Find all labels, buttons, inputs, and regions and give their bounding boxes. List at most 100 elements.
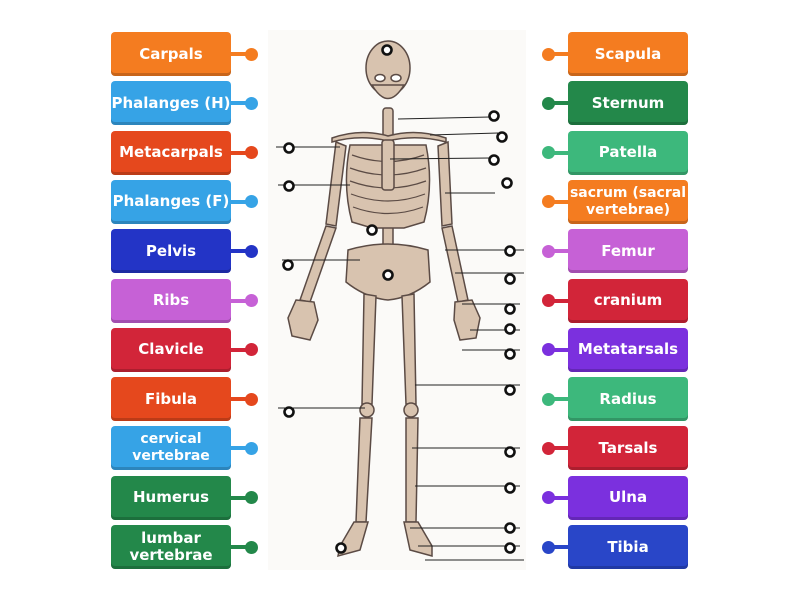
patella-left: [359, 402, 375, 418]
drop-target[interactable]: [504, 446, 516, 458]
draggable-label[interactable]: Pelvis: [111, 229, 231, 274]
humerus-right: [437, 140, 453, 227]
drop-target[interactable]: [496, 131, 508, 143]
label-connector: [231, 397, 247, 402]
drop-target[interactable]: [504, 384, 516, 396]
draggable-label[interactable]: Patella: [568, 130, 688, 175]
label-connector: [231, 52, 247, 56]
label-connector: [231, 298, 247, 303]
pointer-lines: [276, 116, 524, 561]
drag-handle-dot[interactable]: [245, 294, 258, 307]
drop-target[interactable]: [283, 406, 295, 418]
label-connector: [231, 545, 247, 549]
draggable-label[interactable]: Fibula: [111, 377, 231, 422]
drag-handle-dot[interactable]: [245, 441, 258, 455]
drag-handle-dot[interactable]: [542, 47, 555, 61]
label-connector: [231, 446, 247, 451]
drop-target[interactable]: [504, 323, 516, 335]
label-connector: [231, 495, 247, 500]
drag-handle-dot[interactable]: [245, 491, 258, 505]
skeleton: [287, 40, 481, 558]
draggable-label[interactable]: Scapula: [568, 32, 688, 76]
jaw: [370, 84, 406, 100]
drag-handle-dot[interactable]: [542, 540, 555, 554]
draggable-label[interactable]: cervical vertebrae: [111, 426, 231, 471]
drag-handle-dot[interactable]: [542, 294, 555, 307]
drop-target[interactable]: [504, 245, 516, 257]
drop-target[interactable]: [504, 522, 516, 534]
draggable-label[interactable]: Metatarsals: [568, 327, 688, 372]
drag-handle-dot[interactable]: [542, 441, 555, 455]
drop-target[interactable]: [504, 303, 516, 315]
drag-handle-dot[interactable]: [245, 146, 258, 160]
label-connector: [552, 495, 568, 500]
drop-target[interactable]: [335, 542, 347, 554]
drag-handle-dot[interactable]: [542, 96, 555, 110]
hand-left: [287, 299, 319, 341]
label-connector: [552, 446, 568, 451]
drag-handle-dot[interactable]: [245, 540, 258, 554]
drop-target[interactable]: [504, 542, 516, 554]
drag-handle-dot[interactable]: [245, 343, 258, 357]
drop-target[interactable]: [504, 482, 516, 494]
patella-right: [403, 402, 419, 418]
foot-right: [403, 521, 433, 557]
label-connector: [231, 150, 247, 155]
draggable-label[interactable]: Carpals: [111, 32, 231, 76]
drag-handle-dot[interactable]: [245, 392, 258, 406]
femur-left: [361, 293, 377, 405]
drop-target[interactable]: [283, 142, 295, 154]
drag-handle-dot[interactable]: [542, 244, 555, 258]
draggable-label[interactable]: cranium: [568, 278, 688, 323]
draggable-label[interactable]: Humerus: [111, 475, 231, 520]
label-connector: [552, 298, 568, 303]
drag-handle-dot[interactable]: [542, 392, 555, 406]
tibia-right: [405, 417, 419, 523]
label-connector: [552, 199, 568, 204]
draggable-label[interactable]: sacrum (sacral vertebrae): [568, 179, 688, 224]
drop-target[interactable]: [282, 259, 294, 271]
drop-target[interactable]: [382, 269, 394, 281]
draggable-label[interactable]: Phalanges (F): [111, 179, 231, 224]
label-connector: [552, 52, 568, 56]
drop-target[interactable]: [504, 273, 516, 285]
draggable-label[interactable]: Sternum: [568, 81, 688, 126]
draggable-label[interactable]: Ribs: [111, 278, 231, 323]
label-connector: [552, 101, 568, 106]
draggable-label[interactable]: Tarsals: [568, 426, 688, 471]
label-connector: [231, 347, 247, 352]
drag-handle-dot[interactable]: [542, 343, 555, 357]
label-connector: [552, 397, 568, 402]
drop-target[interactable]: [488, 110, 500, 122]
draggable-label[interactable]: Metacarpals: [111, 130, 231, 175]
label-connector: [231, 249, 247, 254]
humerus-left: [325, 140, 347, 227]
draggable-label[interactable]: Phalanges (H): [111, 81, 231, 126]
draggable-label[interactable]: Tibia: [568, 525, 688, 569]
sternum: [381, 139, 395, 191]
drop-target[interactable]: [381, 44, 393, 56]
drop-target[interactable]: [366, 224, 378, 236]
drop-target[interactable]: [501, 177, 513, 189]
drop-target[interactable]: [488, 154, 500, 166]
drag-handle-dot[interactable]: [245, 195, 258, 209]
draggable-label[interactable]: Femur: [568, 229, 688, 274]
drag-handle-dot[interactable]: [542, 491, 555, 505]
drag-handle-dot[interactable]: [542, 146, 555, 160]
drag-handle-dot[interactable]: [245, 244, 258, 258]
drop-target[interactable]: [283, 180, 295, 192]
draggable-label[interactable]: Clavicle: [111, 327, 231, 372]
label-connector: [552, 249, 568, 254]
draggable-label[interactable]: Radius: [568, 377, 688, 422]
label-connector: [552, 347, 568, 352]
femur-right: [401, 293, 417, 405]
label-connector: [552, 150, 568, 155]
label-connector: [552, 545, 568, 549]
drag-handle-dot[interactable]: [245, 47, 258, 61]
drag-handle-dot[interactable]: [245, 96, 258, 110]
drop-target[interactable]: [504, 348, 516, 360]
draggable-label[interactable]: Ulna: [568, 475, 688, 520]
draggable-label[interactable]: lumbar vertebrae: [111, 525, 231, 569]
drag-handle-dot[interactable]: [542, 195, 555, 209]
